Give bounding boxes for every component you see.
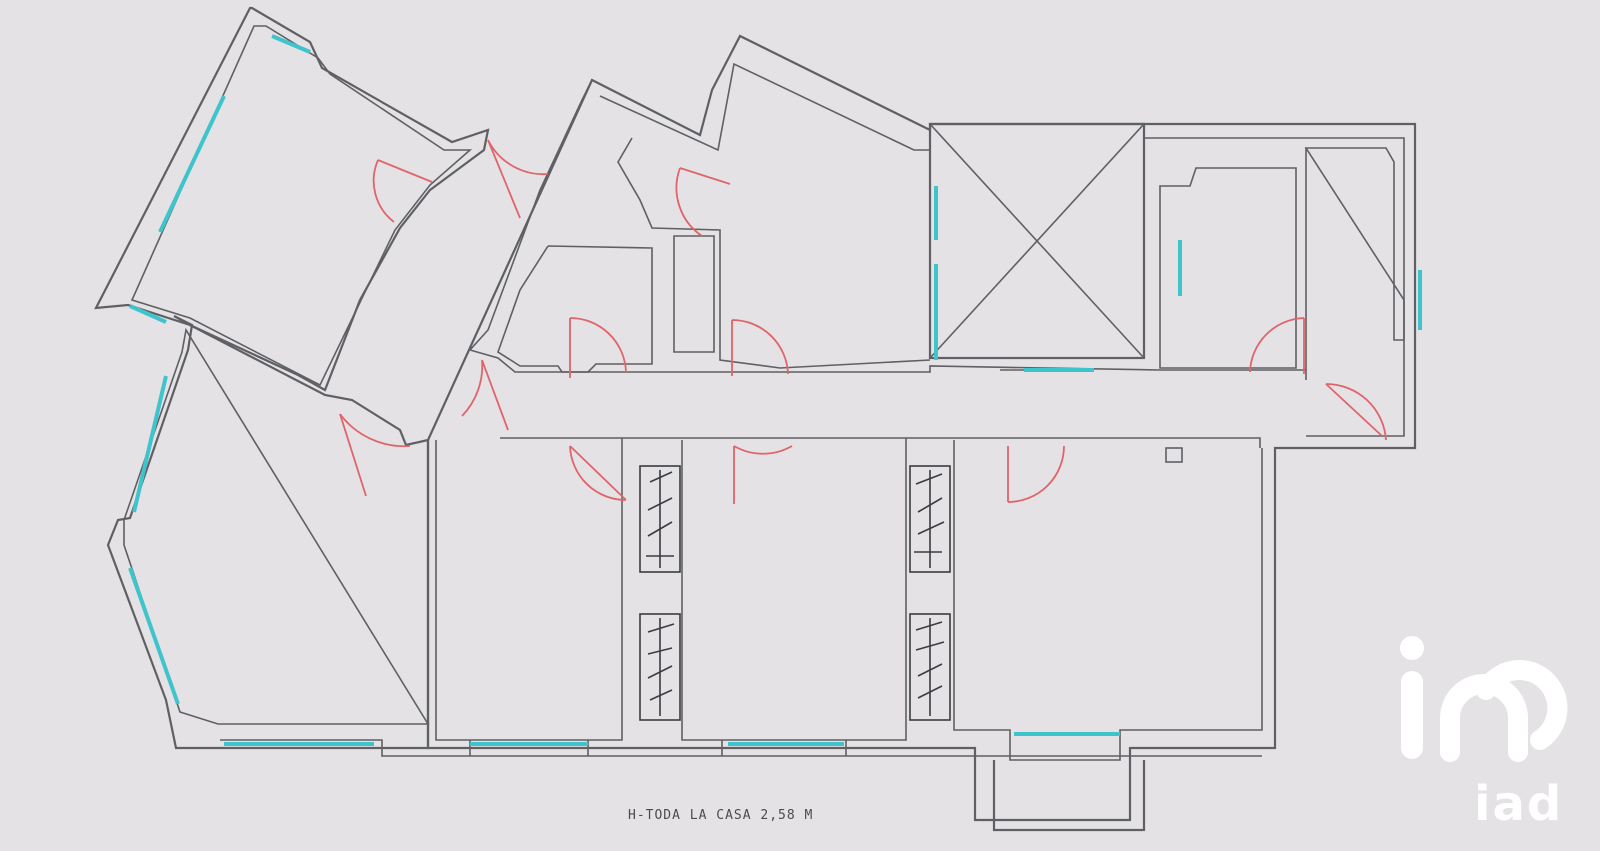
door-bedroom-1 [372,159,433,223]
door-hall [461,359,509,431]
door-closet [1325,383,1387,441]
window-4 [132,375,168,513]
door-bedroom-2 [569,445,627,501]
door-entrance [487,139,549,219]
wardrobe-3 [909,465,951,573]
windows [128,34,1422,746]
window-3 [129,304,167,324]
wardrobes [639,465,951,721]
wall-column [1165,447,1183,463]
wall-bedroom-upper-left-inner [130,25,473,387]
wall-living-room [106,315,430,750]
bedroom-4-walls [953,440,1263,761]
doors [339,139,1387,504]
exterior-walls [94,6,1417,832]
wall-bedroom-upper-left [94,6,490,392]
wall-bath-right [1144,137,1405,437]
wall-pantry [497,245,653,373]
iad-logo-icon [1400,636,1568,762]
corridor-wall-bottom [500,437,1261,448]
bedroom-3-walls [681,438,907,741]
closet-right [1304,147,1405,341]
wardrobe-1 [639,465,681,573]
door-bedroom-4 [1007,445,1065,503]
wall-kitchen-island [617,137,931,369]
door-living [339,413,411,497]
bedroom-2-walls [435,438,623,741]
door-kitchen [675,167,731,237]
wall-kitchen-upper [468,79,593,373]
door-pantry [569,317,627,378]
wall-kitchen-inner [599,62,930,152]
wardrobe-2 [639,613,681,721]
balcony [992,760,1146,832]
door-kitchen-2 [731,319,789,376]
window-1 [271,34,311,54]
wall-center-top [426,34,1417,822]
plan-caption: H-TODA LA CASA 2,58 M [628,808,814,823]
iad-logo-text: iad [1474,776,1564,832]
window-5 [128,567,180,705]
bath-room [1159,167,1297,369]
stairwell-box [928,122,1146,360]
bottom-wall-line [220,739,1262,757]
corridor-wall-top [555,365,1306,373]
wardrobe-4 [909,613,951,721]
kitchen-counter [673,235,715,353]
wall-living-room-inner [123,327,430,725]
door-bedroom-3 [733,445,793,504]
window-2 [158,95,226,233]
door-bath [1249,317,1305,374]
stairwell-cross-b [929,123,1145,359]
